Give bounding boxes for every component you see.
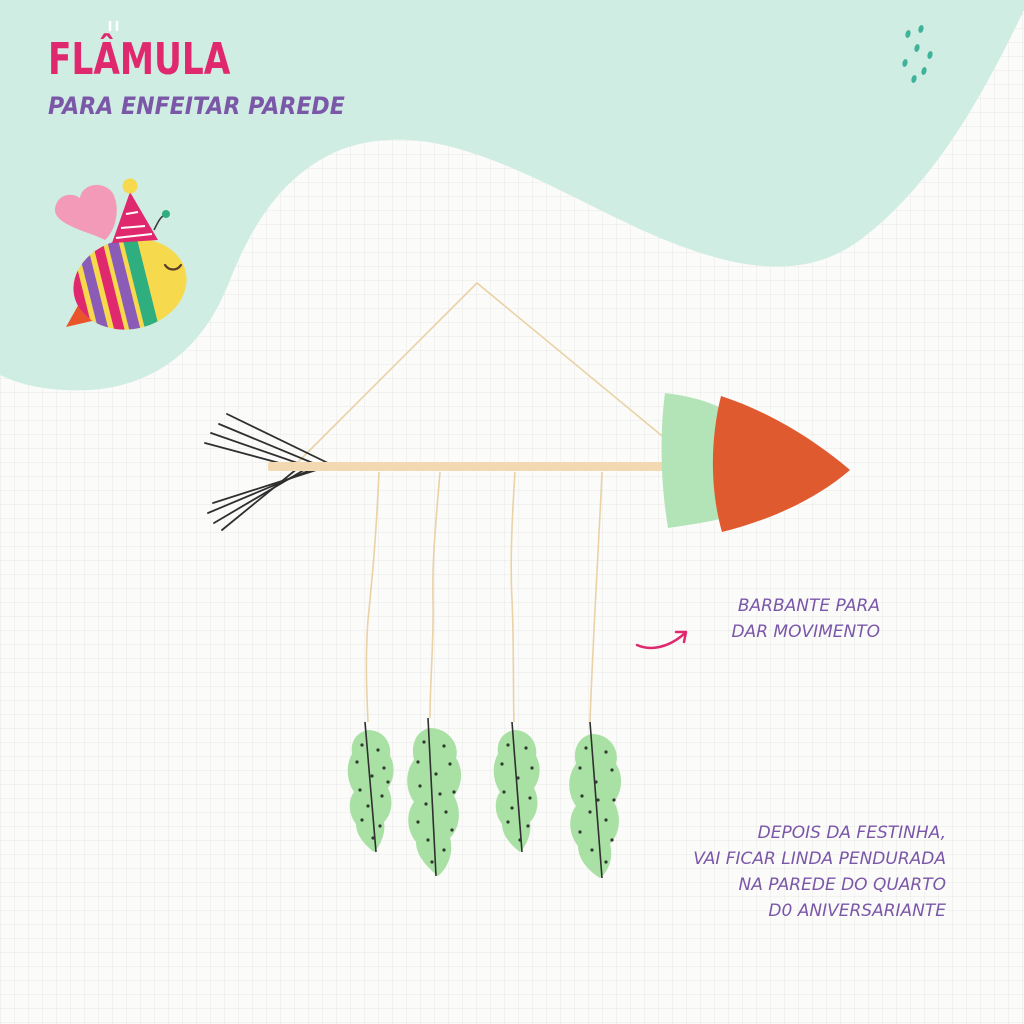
bee-mascot-icon [55,178,187,340]
after-party-note: DEPOIS DA FESTINHA, VAI FICAR LINDA PEND… [693,820,946,924]
hanging-triangle-string [292,281,668,468]
arrow-stick [268,462,678,471]
after-party-note-line: DEPOIS DA FESTINHA, [757,823,946,843]
hanging-strings [365,471,603,723]
page-title: FLÂMULA [48,34,231,85]
after-party-note-line: NA PAREDE DO QUARTO [738,875,946,895]
decorative-dots-icon [902,25,933,83]
after-party-note-line: VAI FICAR LINDA PENDURADA [693,849,946,869]
mint-background-shape [0,0,1024,391]
arrowhead-back [661,393,728,528]
after-party-note-line: D0 ANIVERSARIANTE [768,901,946,921]
string-note-line: BARBANTE PARA [737,596,880,616]
pendant-feather [569,721,622,879]
page-subtitle: PARA ENFEITAR PAREDE [48,92,345,120]
pendant-feather [493,721,540,853]
arrowhead-front [712,396,850,532]
title-sparkle-icon [108,20,119,32]
pendant-feather [347,721,394,853]
string-note-line: DAR MOVIMENTO [731,622,880,642]
pointer-arrow-icon [635,630,688,650]
arrow-fletching-icon [204,413,333,531]
string-note: BARBANTE PARA DAR MOVIMENTO [731,593,880,645]
pendant-feather [407,717,462,877]
